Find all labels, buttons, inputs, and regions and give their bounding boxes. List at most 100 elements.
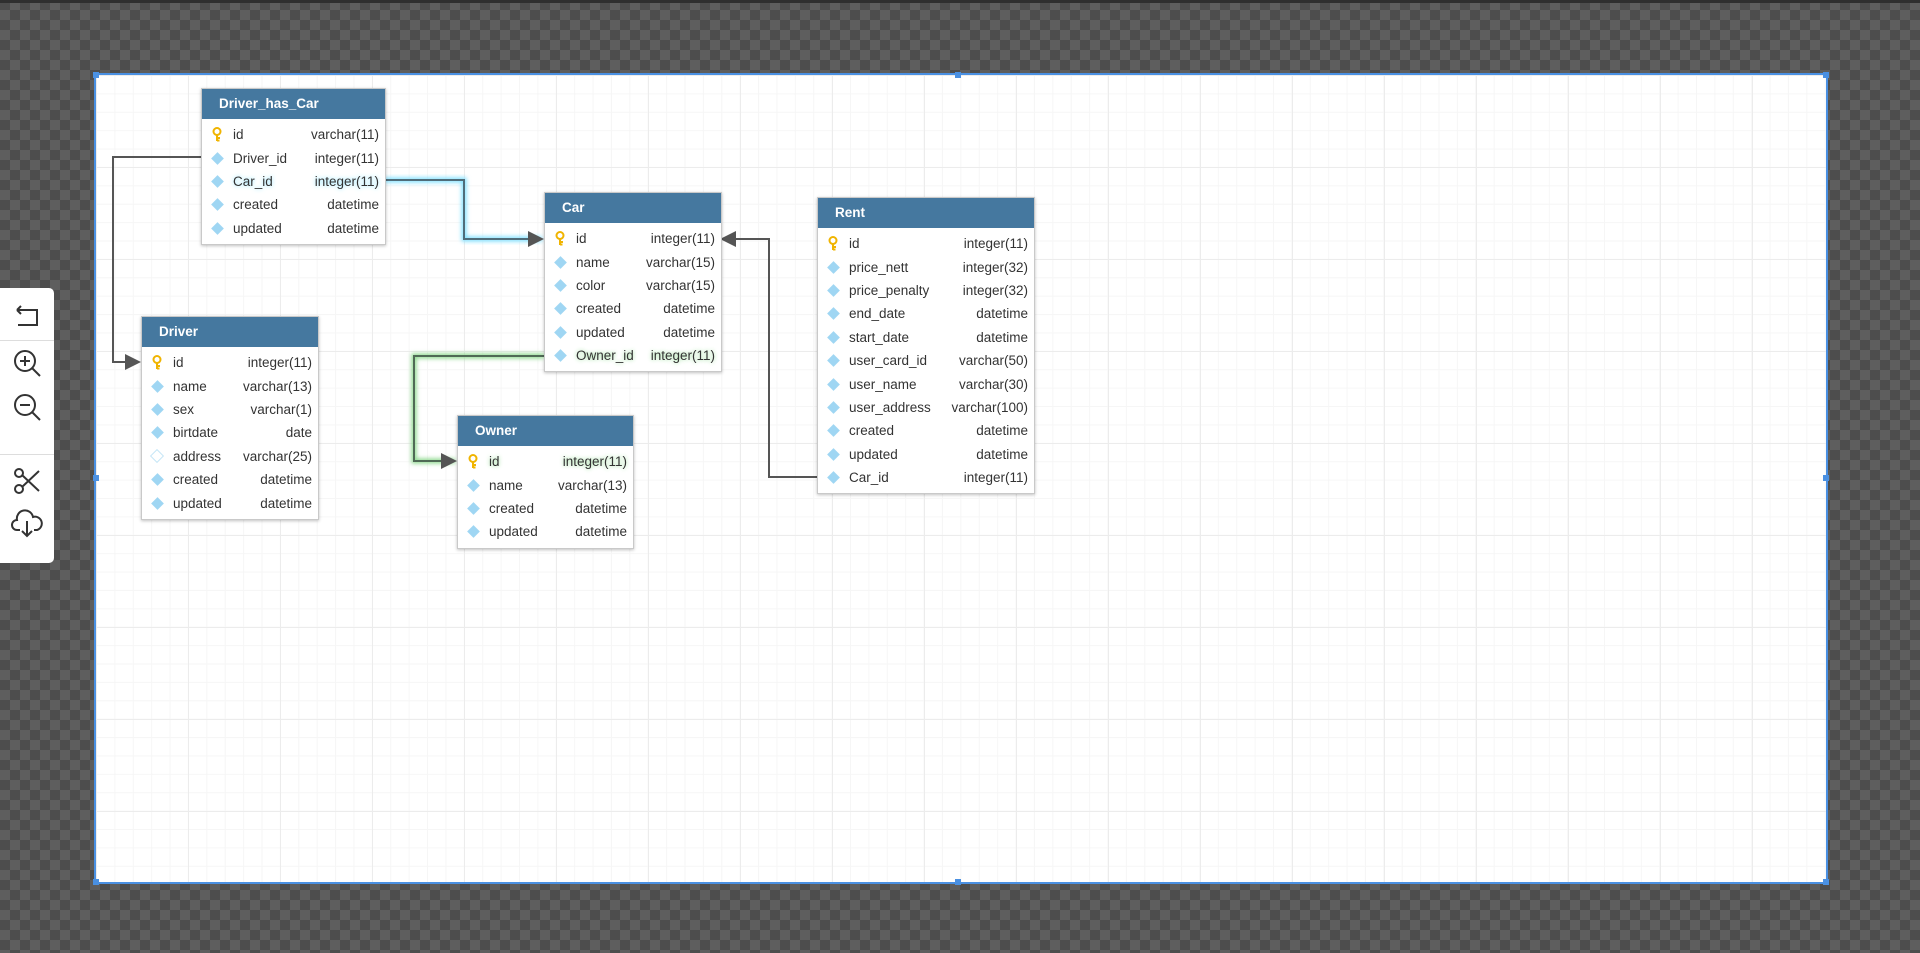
- zoom-out-button[interactable]: [10, 390, 44, 424]
- column-type: integer(32): [962, 259, 1028, 275]
- resize-handle[interactable]: [1823, 879, 1829, 885]
- undo-button[interactable]: [10, 299, 44, 333]
- column-type: datetime: [976, 423, 1028, 439]
- column-row[interactable]: user_address varchar(100): [826, 396, 1028, 419]
- column-row[interactable]: price_penalty integer(32): [826, 279, 1028, 302]
- attribute-diamond-icon: [210, 221, 224, 235]
- column-name: user_address: [849, 399, 931, 415]
- column-type: varchar(100): [951, 399, 1028, 415]
- column-name: id: [576, 231, 587, 247]
- attribute-diamond-icon: [150, 496, 164, 510]
- column-name: updated: [576, 324, 625, 340]
- attribute-diamond-icon: [150, 426, 164, 440]
- attribute-diamond-icon: [826, 307, 840, 321]
- attribute-diamond-icon: [210, 198, 224, 212]
- column-type: integer(11): [314, 150, 379, 166]
- attribute-diamond-icon: [466, 501, 480, 515]
- column-name: address: [173, 448, 222, 464]
- column-row[interactable]: Owner_id integer(11): [553, 344, 715, 367]
- attribute-diamond-icon: [826, 330, 840, 344]
- table-title: Rent: [818, 198, 1034, 228]
- cut-button[interactable]: [10, 464, 44, 498]
- column-name: updated: [849, 446, 898, 462]
- column-type: integer(11): [247, 355, 312, 371]
- link-rent-car-id: [720, 231, 817, 478]
- attribute-diamond-icon: [553, 302, 567, 316]
- column-type: integer(32): [962, 282, 1028, 298]
- column-type: datetime: [327, 197, 379, 213]
- download-button[interactable]: [10, 506, 44, 540]
- primary-key-icon: [150, 355, 164, 370]
- column-name: created: [489, 500, 535, 516]
- column-type: integer(11): [650, 348, 715, 364]
- attribute-diamond-icon: [149, 449, 165, 464]
- table-title: Owner: [458, 416, 633, 446]
- column-name: user_card_id: [849, 353, 928, 369]
- column-type: datetime: [663, 324, 715, 340]
- resize-handle[interactable]: [955, 879, 961, 885]
- zoom-out-icon: [14, 394, 41, 421]
- link-driver-id: [112, 156, 201, 370]
- attribute-diamond-icon: [466, 525, 480, 539]
- attribute-diamond-icon: [553, 325, 567, 339]
- attribute-diamond-icon: [553, 255, 567, 269]
- column-name: created: [233, 197, 279, 213]
- column-name: price_penalty: [849, 282, 930, 298]
- table-title: Car: [545, 193, 721, 223]
- resize-handle[interactable]: [93, 72, 99, 78]
- resize-handle[interactable]: [955, 72, 961, 78]
- column-row[interactable]: created datetime: [210, 193, 379, 216]
- resize-handle[interactable]: [93, 475, 99, 481]
- column-type: varchar(11): [310, 127, 379, 143]
- column-name: name: [489, 477, 523, 493]
- primary-key-icon: [466, 454, 480, 469]
- column-type: datetime: [260, 495, 312, 511]
- column-name: user_name: [849, 376, 917, 392]
- table-title: Driver_has_Car: [202, 89, 385, 119]
- primary-key-icon: [553, 231, 567, 246]
- column-type: varchar(15): [645, 277, 715, 293]
- column-name: updated: [489, 524, 538, 540]
- resize-handle[interactable]: [1823, 72, 1829, 78]
- resize-handle[interactable]: [93, 879, 99, 885]
- column-name: Owner_id: [576, 348, 634, 364]
- scissors-icon: [14, 468, 40, 494]
- column-row[interactable]: updated datetime: [553, 321, 715, 344]
- zoom-in-button[interactable]: [10, 346, 44, 380]
- resize-handle[interactable]: [1823, 475, 1829, 481]
